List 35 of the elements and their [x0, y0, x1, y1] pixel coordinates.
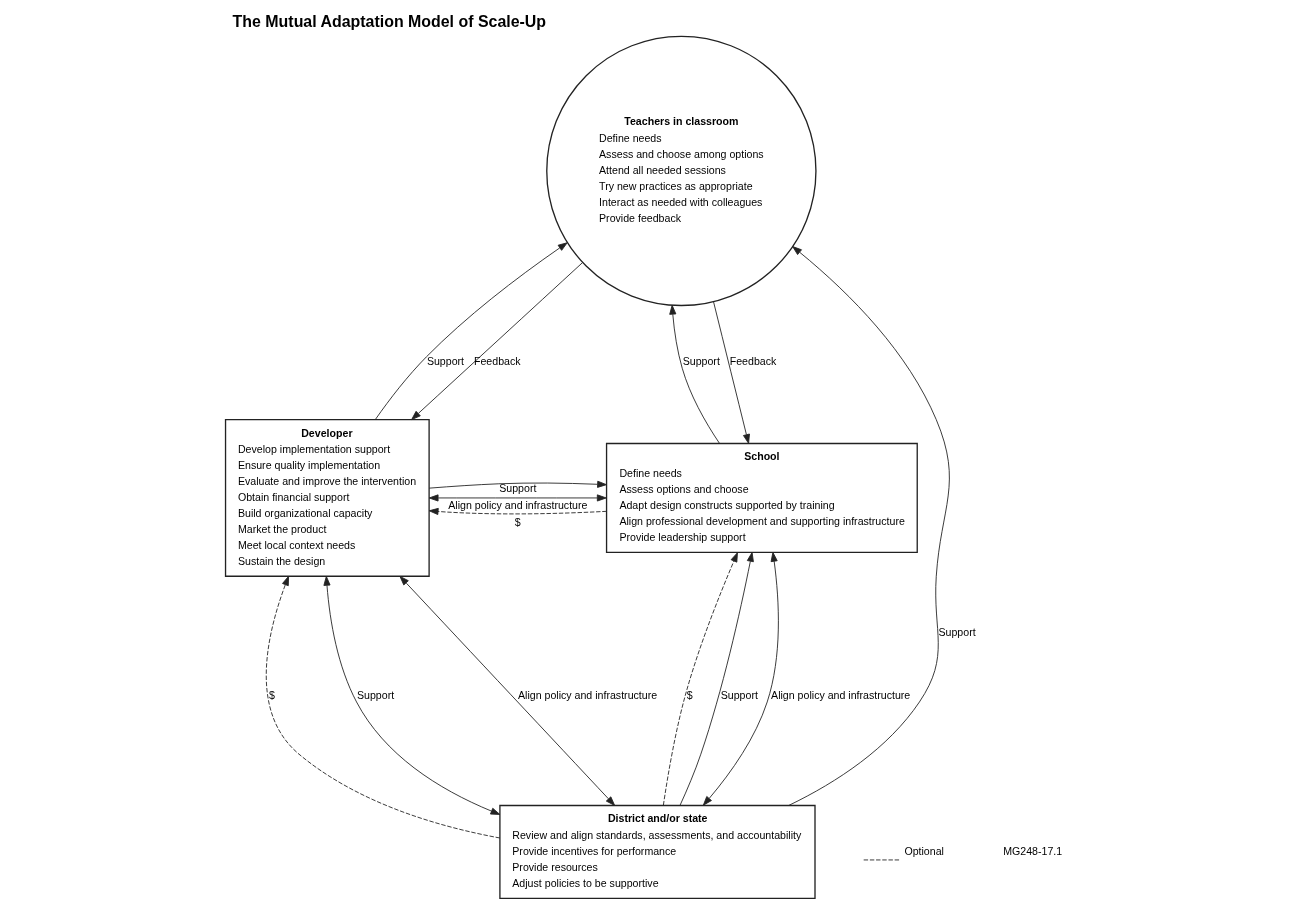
edge-label: Support — [426, 355, 465, 368]
edge-label: $ — [686, 688, 693, 701]
edge-label: Feedback — [473, 355, 521, 368]
edge-label: Support — [499, 482, 537, 495]
arrow — [679, 552, 754, 806]
edge-label: Support — [938, 626, 976, 639]
arrow — [374, 242, 568, 421]
arrow — [265, 575, 501, 839]
node-box: District and/or state Review and align standards, assessments, and accountability Provide incentives for performance Provide resources Adjust policies to be supportive — [499, 804, 816, 900]
legend-label: Optional — [904, 845, 944, 858]
edge-label: Align policy and infrastructure — [771, 688, 911, 701]
node-box: Developer Develop implementation support Ensure quality implementation Evaluate and improve the intervention Obtain financial support Build organizational capacity Market the product Meet local context needs Sustain the design — [224, 418, 430, 577]
arrow — [399, 575, 616, 806]
edge-label: Support — [356, 688, 395, 701]
arrow — [411, 262, 584, 420]
arrow — [788, 246, 950, 806]
arrow — [662, 552, 738, 806]
edge-label: Feedback — [729, 355, 777, 368]
arrow — [428, 480, 607, 489]
edge-label: Align policy and infrastructure — [448, 499, 588, 512]
label: MG248-17.1 — [1003, 844, 1063, 857]
arrow — [702, 551, 779, 806]
arrow — [669, 304, 721, 444]
node-box: School Define needs Assess options and choose Adapt design constructs supported by training Align professional development and supporting infrastructure Provide leadership support — [605, 442, 918, 554]
diagram-title: The Mutual Adaptation Model of Scale-Up — [232, 12, 547, 30]
edge-label: $ — [269, 688, 275, 701]
edge-label: Align policy and infrastructure — [517, 688, 658, 701]
arrow — [428, 507, 607, 515]
arrow — [428, 494, 607, 502]
edge-label: Support — [720, 688, 758, 701]
arrow — [713, 301, 750, 444]
edge-label: Support — [682, 355, 720, 368]
node-circle: Teachers in classroom Define needs Assess and choose among options Attend all needed sessions Try new practices as appropriate Interact as needed with colleagues Provide feedback — [546, 35, 817, 307]
edge-label: $ — [514, 515, 521, 528]
arrow — [323, 575, 501, 815]
